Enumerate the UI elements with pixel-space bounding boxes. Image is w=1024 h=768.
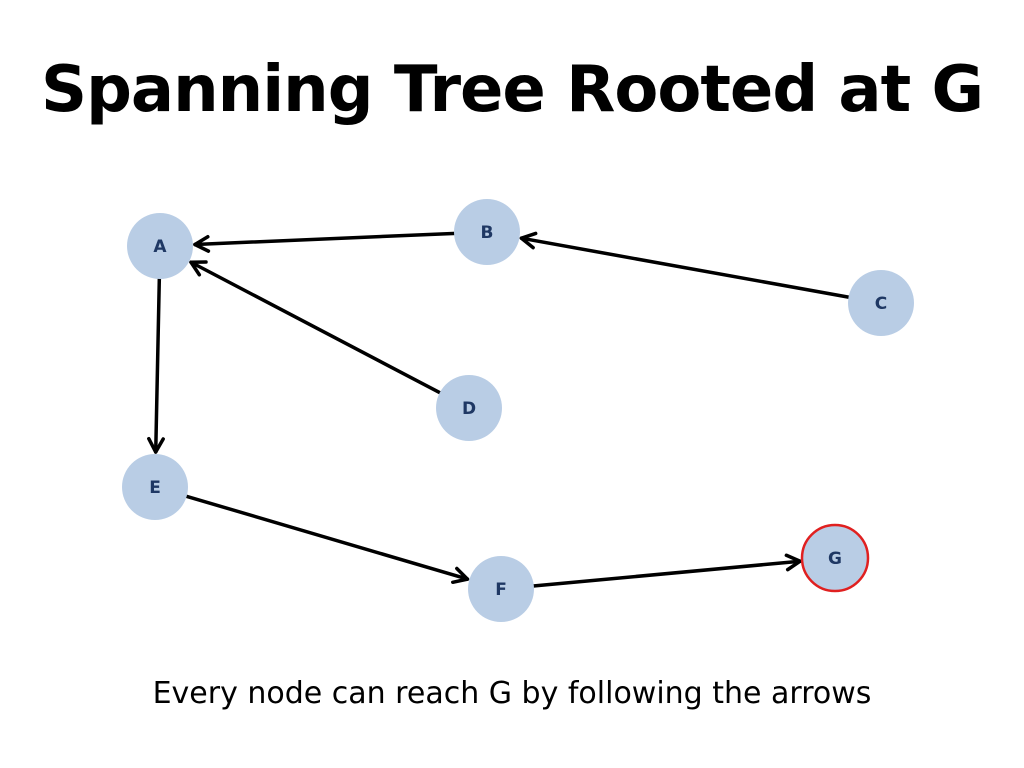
edge-line: [530, 559, 802, 588]
arrowhead: [451, 566, 470, 585]
root-node-circle: [800, 523, 870, 593]
edge-c-b: [519, 231, 853, 300]
edge-line: [189, 260, 444, 396]
node-circle: [454, 199, 520, 265]
node-circle: [122, 454, 188, 520]
node-label: B: [481, 223, 494, 243]
node-b: B: [454, 199, 520, 265]
node-e: E: [122, 454, 188, 520]
arrowhead: [189, 260, 208, 277]
slide-title: Spanning Tree Rooted at G: [41, 53, 984, 127]
node-label: A: [153, 237, 167, 257]
edge-e-f: [182, 494, 470, 585]
node-circle: [127, 213, 193, 279]
edge-f-g: [530, 553, 802, 588]
node-f: F: [468, 556, 534, 622]
node-d: D: [436, 375, 502, 441]
nodes-layer: A B C D E F G: [122, 199, 914, 622]
node-c: C: [848, 270, 914, 336]
node-label: F: [495, 580, 507, 600]
edge-line: [153, 275, 162, 454]
node-g: G: [800, 523, 870, 593]
edge-line: [519, 236, 853, 300]
edge-line: [182, 494, 470, 581]
node-circle: [848, 270, 914, 336]
arrowhead: [519, 231, 538, 250]
node-label: G: [828, 549, 842, 569]
node-label: E: [149, 478, 161, 498]
slide-caption: Every node can reach G by following the …: [152, 676, 872, 711]
edge-line: [193, 231, 458, 247]
arrowhead: [147, 436, 165, 454]
arrowhead: [784, 553, 802, 572]
node-label: D: [462, 399, 476, 419]
arrowhead: [193, 235, 211, 253]
node-a: A: [127, 213, 193, 279]
edge-b-a: [193, 231, 458, 253]
node-label: C: [875, 294, 887, 314]
edges-layer: [147, 231, 853, 588]
edge-d-a: [189, 260, 444, 396]
node-circle: [468, 556, 534, 622]
node-circle: [436, 375, 502, 441]
edge-a-e: [147, 275, 165, 454]
